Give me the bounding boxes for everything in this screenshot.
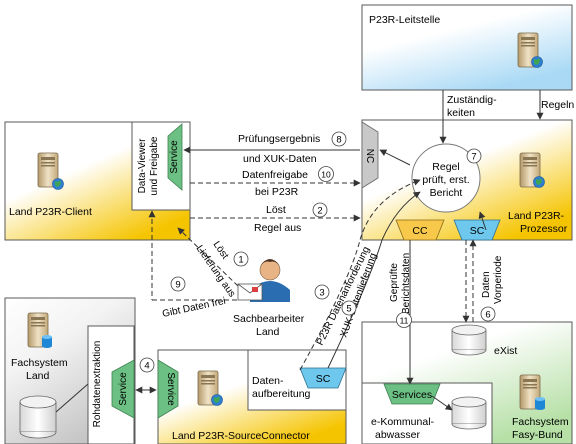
flow-zustaendigkeiten-2: keiten [447, 107, 475, 119]
prozessor-sc-component: SC [453, 219, 501, 241]
services-label: Services [392, 389, 432, 401]
nc-label: NC [364, 149, 375, 163]
step-badge-4: 4 [139, 357, 155, 373]
prozessor-label-2: Prozessor [520, 223, 568, 235]
svg-text:3: 3 [319, 288, 324, 299]
svg-text:7: 7 [471, 152, 476, 163]
step-badge-11: 11 [396, 312, 412, 328]
step-badge-7: 7 [466, 148, 482, 164]
step-badge-9: 9 [170, 276, 186, 292]
ekommunal-label-2: abwasser [375, 429, 420, 441]
arrows [55, 90, 544, 413]
data-viewer-label-1: Data-Viewer [137, 138, 148, 194]
regel-label-3: Bericht [430, 187, 463, 199]
flow-pruefungsergebnis-1: Prüfungsergebnis [238, 133, 320, 145]
prozessor-label-1: Land P23R- [508, 210, 565, 222]
svg-text:11: 11 [400, 316, 409, 326]
step-badge-10: 10 [318, 166, 334, 182]
step-badge-6: 6 [480, 306, 496, 322]
flow-loest-regel-2: Regel aus [254, 222, 301, 234]
source-connector-box: Daten- aufbereitung Land P23R-SourceConn… [157, 349, 347, 444]
step-badge-8: 8 [331, 131, 347, 147]
letter-icon [237, 283, 263, 301]
step-badge-5: 5 [341, 300, 357, 316]
regel-label-1: Regel [432, 161, 459, 173]
step-badge-2: 2 [312, 202, 328, 218]
ekommunal-database-icon [451, 396, 487, 430]
actor-label-1: Sachbearbeiter [233, 313, 305, 325]
arrow-regel-sc [478, 211, 487, 231]
exist-label: eXist [494, 345, 517, 357]
svg-text:8: 8 [336, 135, 341, 146]
nc-component: NC [361, 121, 379, 189]
fachsystem-service-component: Service [111, 359, 135, 419]
datenaufbereitung-label-1: Daten- [252, 375, 284, 387]
leitstelle-box: P23R-Leitstelle [361, 4, 573, 91]
cc-component: CC [395, 219, 445, 241]
services-component: Services [383, 383, 441, 405]
svg-text:9: 9 [175, 280, 180, 291]
step-badge-1: 1 [233, 251, 249, 267]
flow-gibt-daten-frei: Gibt Daten frei [161, 296, 226, 320]
flow-gepruefte-1: Geprüfte [389, 263, 400, 302]
svg-text:1: 1 [238, 255, 243, 266]
rohdatenextraktion-label: Rohdatenextraktion [92, 341, 103, 428]
flow-daten-vorperiode-1: Daten [481, 271, 492, 298]
client-label: Land P23R-Client [9, 206, 92, 218]
client-service-component: Service [167, 123, 183, 191]
connector-service-label: Service [165, 372, 176, 406]
connector-sc-component: SC [299, 367, 347, 389]
svg-text:2: 2 [317, 206, 322, 217]
flow-daten-vorperiode-2: Vorperiode [493, 255, 504, 304]
ekommunal-label-1: e-Kommunal- [371, 416, 435, 428]
exist-database-icon: eXist [451, 324, 517, 357]
datenaufbereitung-panel [247, 349, 347, 411]
prozessor-sc-label: SC [470, 225, 485, 237]
fachsystem-land-label-2: Land [26, 370, 50, 382]
client-service-label: Service [169, 140, 180, 174]
datenaufbereitung-label-2: aufbereitung [252, 388, 311, 400]
flow-datenfreigabe-1: Datenfreigabe [242, 169, 308, 181]
connector-sc-label: SC [316, 373, 331, 385]
fachsystem-land-label-1: Fachsystem [11, 357, 68, 369]
connector-service-component: Service [157, 359, 179, 419]
source-connector-label: Land P23R-SourceConnector [172, 430, 310, 442]
svg-text:6: 6 [485, 310, 490, 321]
svg-text:10: 10 [321, 170, 331, 180]
step-badges: 1 2 3 4 5 6 7 8 9 10 11 [139, 131, 496, 373]
leitstelle-title: P23R-Leitstelle [369, 14, 440, 26]
data-viewer-label-2: und Freigabe [149, 136, 160, 195]
regel-circle: Regel prüft, erst. Bericht [411, 143, 481, 213]
fachsystem-service-label: Service [118, 372, 129, 406]
flow-loest-regel-1: Löst [266, 204, 286, 216]
arrow-3 [299, 178, 421, 371]
link-db-rohdaten [55, 383, 89, 413]
flow-datenfreigabe-2: bei P23R [255, 186, 299, 198]
flow-gepruefte-2: Berichtsdaten [401, 253, 412, 314]
actor-label-2: Land [256, 326, 280, 338]
fachsystem-land-database-icon [19, 395, 57, 439]
flow-zustaendigkeiten-1: Zuständig- [447, 94, 497, 106]
svg-text:5: 5 [346, 304, 351, 315]
arrow-5 [327, 191, 421, 369]
arrow-services-db [431, 395, 453, 411]
cc-label: CC [412, 225, 428, 237]
arrow-1 [177, 227, 239, 287]
step-badge-3: 3 [314, 284, 330, 300]
regel-label-2: prüft, erst. [422, 174, 469, 186]
flow-regeln: Regeln [541, 99, 574, 111]
arrow-regel-nc [379, 149, 411, 166]
fasy-label-1: Fachsystem [512, 416, 569, 428]
flow-pruefungsergebnis-2: und XUK-Daten [243, 153, 317, 165]
svg-text:4: 4 [144, 361, 149, 372]
fasy-label-2: Fasy-Bund [512, 429, 563, 441]
